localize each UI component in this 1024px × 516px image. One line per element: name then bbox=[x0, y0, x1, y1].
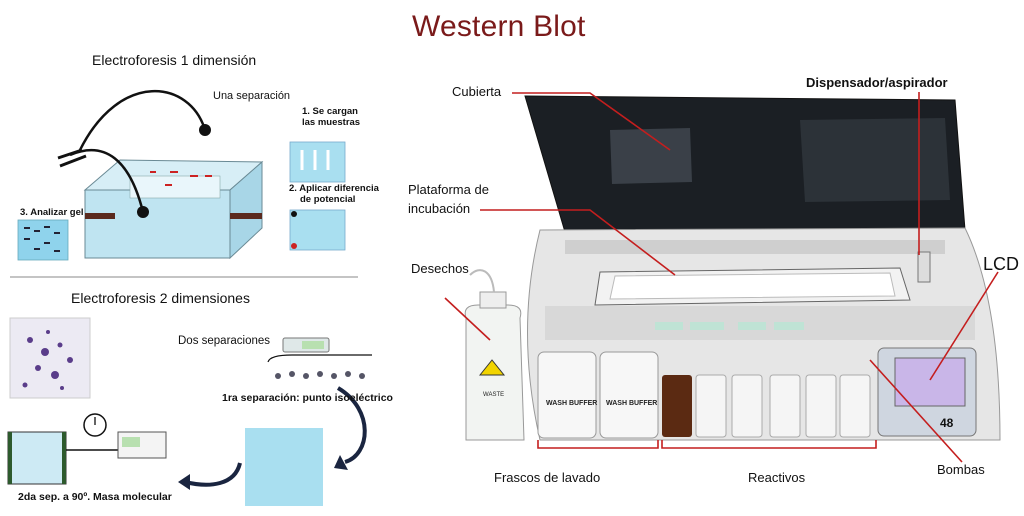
label-bombas: Bombas bbox=[937, 462, 985, 477]
electrophoresis-illustrations bbox=[7, 89, 372, 506]
arrow-icon bbox=[184, 462, 242, 487]
label-frascos: Frascos de lavado bbox=[494, 470, 601, 485]
gel-tank-2d bbox=[7, 431, 67, 485]
gel-step1 bbox=[289, 141, 346, 183]
western-blot-machine bbox=[444, 92, 1001, 463]
reagent-bottle bbox=[839, 374, 871, 438]
step1-label-line2: las muestras bbox=[302, 117, 361, 128]
step3-label: 3. Analizar gel bbox=[20, 207, 84, 218]
gel-tank-1d bbox=[83, 159, 264, 260]
reagent-bottle bbox=[805, 374, 837, 438]
first-separation-label: 1ra separación: punto isoeléctrico bbox=[222, 392, 393, 404]
step2-label-line2: de potencial bbox=[300, 194, 356, 205]
reagent-bottle bbox=[662, 375, 692, 437]
gel-2d-image bbox=[9, 317, 91, 399]
gel-step2 bbox=[289, 209, 346, 251]
reagent-bottle bbox=[695, 374, 727, 438]
waste-label: WASTE bbox=[483, 392, 505, 398]
dispenser bbox=[917, 251, 931, 283]
wash-bottle-1 bbox=[537, 351, 597, 439]
wash-bottle-1-label: WASH BUFFER bbox=[546, 400, 598, 407]
step2-label-line1: 2. Aplicar diferencia bbox=[289, 183, 379, 194]
label-desechos: Desechos bbox=[411, 261, 469, 276]
step1-label-line1: 1. Se cargan bbox=[302, 106, 358, 117]
cable bbox=[78, 89, 207, 151]
wash-bottle-2 bbox=[599, 351, 659, 439]
leader-lines bbox=[444, 92, 999, 463]
second-separation-label: 2da sep. a 90º. Masa molecular bbox=[18, 491, 172, 503]
label-plataforma-line2: incubación bbox=[408, 201, 471, 216]
lcd-screen bbox=[894, 357, 966, 407]
section1-heading: Electroforesis 1 dimensión bbox=[92, 52, 257, 68]
label-plataforma-line1: Plataforma de bbox=[408, 182, 489, 197]
screen-number: 48 bbox=[940, 416, 954, 430]
page-title: Western Blot bbox=[412, 10, 586, 43]
second-gel bbox=[245, 428, 323, 506]
wash-bottle-2-label: WASH BUFFER bbox=[606, 400, 658, 407]
one-separation-label: Una separación bbox=[213, 90, 291, 102]
label-reactivos: Reactivos bbox=[748, 470, 806, 485]
reagent-bottle bbox=[731, 374, 763, 438]
arrow-icon bbox=[336, 386, 367, 464]
reagent-bottle bbox=[769, 374, 801, 438]
label-cubierta: Cubierta bbox=[452, 84, 502, 99]
label-dispensador: Dispensador/aspirador bbox=[806, 75, 948, 90]
two-separations-label: Dos separaciones bbox=[178, 335, 271, 347]
label-lcd: LCD bbox=[983, 254, 1020, 274]
section2-heading: Electroforesis 2 dimensiones bbox=[71, 290, 250, 306]
